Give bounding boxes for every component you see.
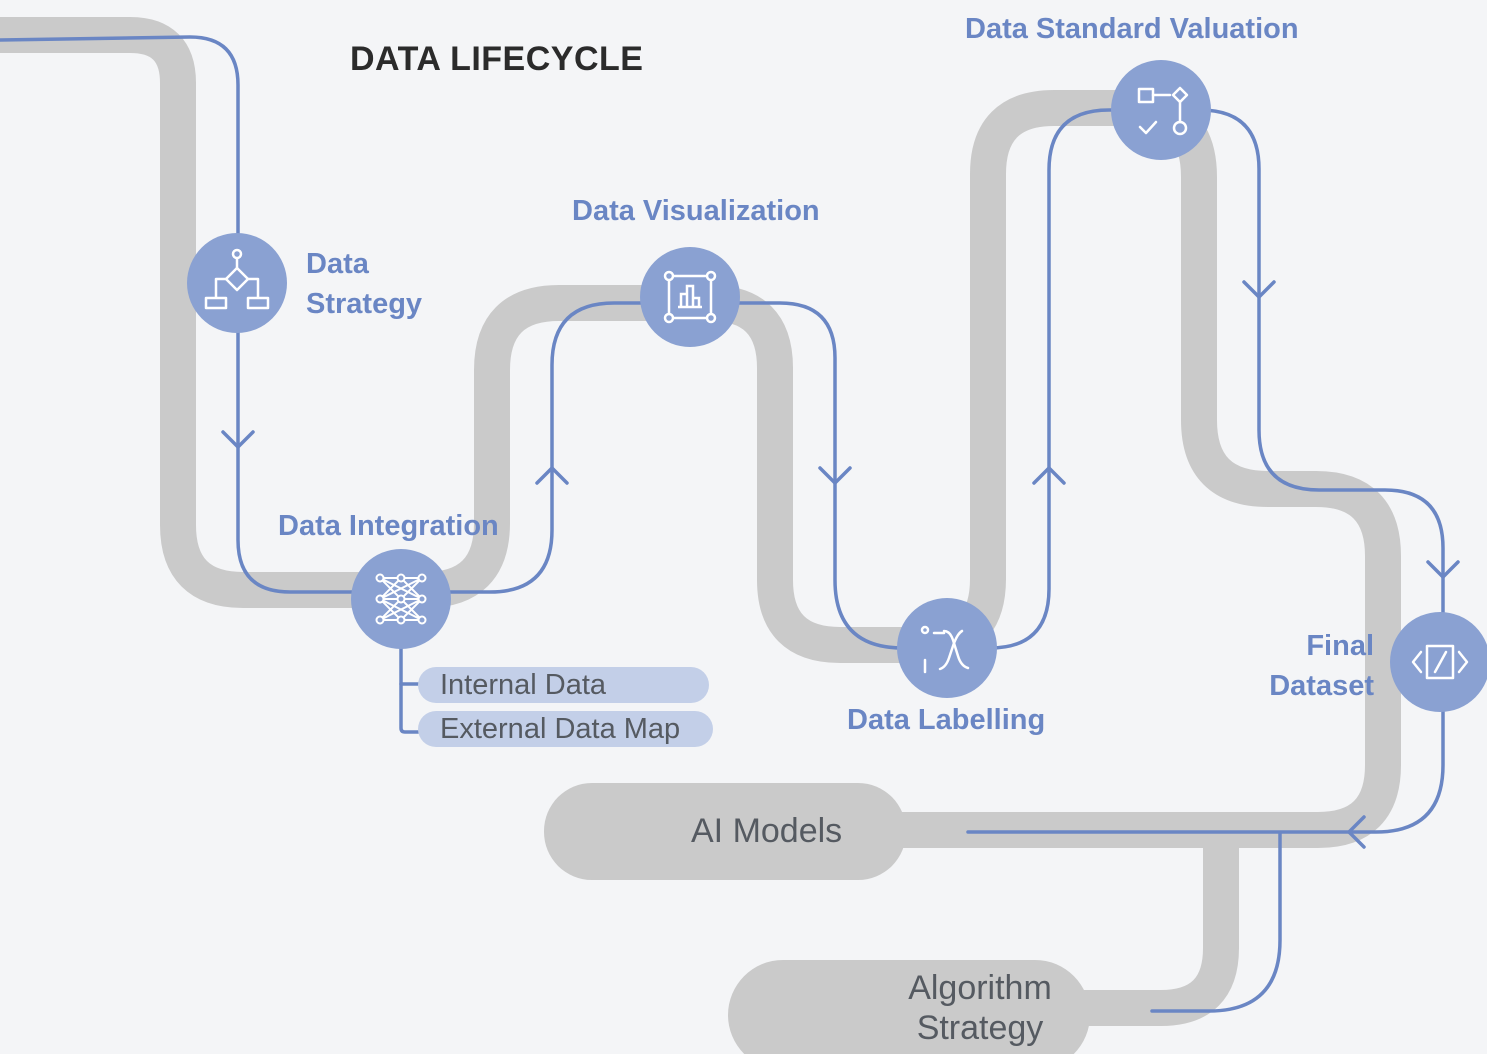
algorithm-strategy-label: Algorithm Strategy <box>890 968 1070 1048</box>
data-strategy-label-line2: Strategy <box>306 288 423 320</box>
final-dataset-node[interactable] <box>1390 612 1487 712</box>
final-dataset-label-line2: Dataset <box>1269 670 1374 702</box>
internal-data-item[interactable]: Internal Data <box>418 667 709 703</box>
data-strategy-label-line1: Data <box>306 248 369 280</box>
data-strategy-node[interactable] <box>187 233 287 333</box>
ai-models-label: AI Models <box>691 812 843 850</box>
algorithm-strategy-pill[interactable] <box>728 960 1090 1054</box>
data-integration-node[interactable] <box>351 549 451 649</box>
workflow-check-icon <box>1137 86 1189 136</box>
function-icon <box>920 625 970 674</box>
data-strategy-label: Data Strategy <box>306 244 422 324</box>
data-visualization-node[interactable] <box>640 247 740 347</box>
data-integration-label: Data Integration <box>278 510 499 542</box>
algorithm-strategy-label-line2: Strategy <box>916 1009 1044 1047</box>
data-visualization-label: Data Visualization <box>572 195 820 227</box>
data-labelling-node[interactable] <box>897 598 997 698</box>
data-standard-valuation-label: Data Standard Valuation <box>965 13 1299 45</box>
page-title: DATA LIFECYCLE <box>350 40 644 78</box>
bar-chart-icon <box>663 270 717 324</box>
flowchart-icon <box>204 248 270 310</box>
network-icon <box>375 573 427 625</box>
final-dataset-label: Final Dataset <box>1269 626 1374 706</box>
final-dataset-label-line1: Final <box>1306 630 1374 662</box>
ai-models-pill[interactable] <box>544 783 906 880</box>
external-data-map-item[interactable]: External Data Map <box>418 711 713 747</box>
code-icon <box>1411 644 1469 680</box>
data-standard-valuation-node[interactable] <box>1111 60 1211 160</box>
algorithm-strategy-label-line1: Algorithm <box>908 969 1052 1007</box>
data-labelling-label: Data Labelling <box>847 704 1046 736</box>
